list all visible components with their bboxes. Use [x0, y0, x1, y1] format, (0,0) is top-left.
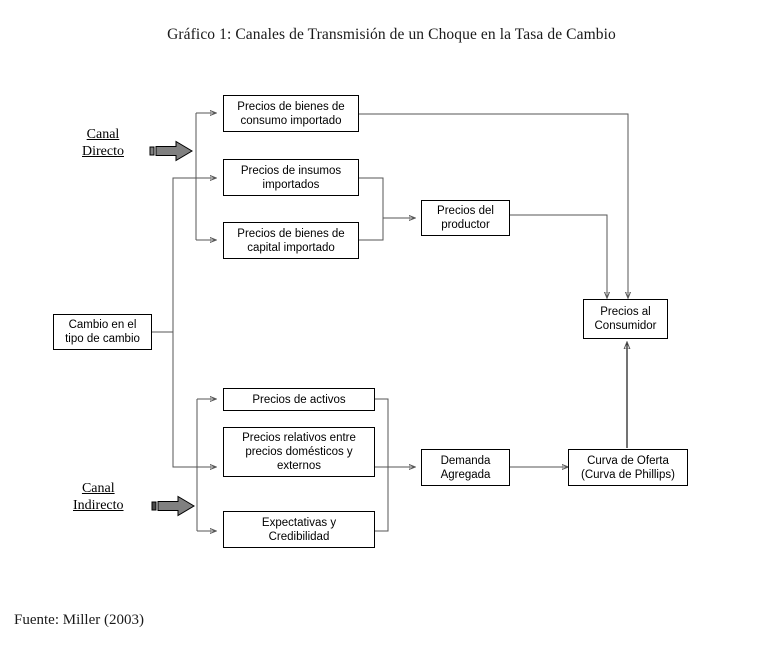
node-capital-importado-line1: Precios de bienes de	[237, 227, 345, 240]
node-precios-productor-line1: Precios del	[437, 205, 494, 217]
node-expectativas-line2: Credibilidad	[268, 530, 330, 543]
node-precios-consumidor[interactable]: Precios al Consumidor	[583, 299, 668, 339]
node-expectativas[interactable]: Expectativas y Credibilidad	[223, 511, 375, 548]
node-precios-relativos[interactable]: Precios relativos entre precios doméstic…	[223, 427, 375, 477]
node-precios-activos[interactable]: Precios de activos	[223, 388, 375, 411]
node-demanda-agregada-line2: Agregada	[440, 468, 491, 481]
node-consumo-importado[interactable]: Precios de bienes de consumo importado	[223, 95, 359, 132]
wire-insumos-merge	[359, 177, 384, 218]
wire-expectativas-merge	[375, 467, 389, 532]
node-demanda-agregada[interactable]: Demanda Agregada	[421, 449, 510, 486]
node-curva-oferta-line2: (Curva de Phillips)	[581, 468, 675, 481]
node-insumos-importados-line1: Precios de insumos	[240, 164, 342, 177]
node-precios-consumidor-line2: Consumidor	[594, 320, 657, 332]
node-expectativas-line1: Expectativas y	[261, 516, 337, 529]
figure-source: Fuente: Miller (2003)	[14, 612, 144, 628]
channel-label-indirect: Canal Indirecto	[73, 480, 124, 514]
block-arrow-right-icon-indirect	[151, 495, 195, 517]
node-capital-importado[interactable]: Precios de bienes de capital importado	[223, 222, 359, 259]
wire-activos-merge	[375, 398, 389, 467]
node-shock[interactable]: Cambio en el tipo de cambio	[53, 314, 152, 350]
node-consumo-importado-line1: Precios de bienes de	[237, 100, 345, 113]
wire-shock-to-upper	[152, 177, 196, 333]
node-precios-relativos-line2: precios domésticos y	[245, 446, 353, 458]
channel-indirect-line1: Canal	[81, 481, 115, 496]
node-insumos-importados-line2: importados	[262, 178, 320, 191]
node-capital-importado-line2: capital importado	[247, 241, 335, 254]
channel-indirect-line2: Indirecto	[73, 498, 124, 513]
wire-shock-to-lower	[152, 331, 197, 468]
wire-productor-to-consumidor	[510, 214, 607, 298]
wire-capital-merge	[359, 218, 384, 241]
channel-label-direct: Canal Directo	[82, 126, 124, 160]
node-precios-activos-line1: Precios de activos	[252, 393, 346, 406]
channel-direct-line1: Canal	[86, 127, 120, 142]
figure-title: Gráfico 1: Canales de Transmisión de un …	[167, 26, 616, 43]
node-precios-relativos-line1: Precios relativos entre	[242, 432, 356, 444]
node-curva-oferta-line1: Curva de Oferta	[587, 454, 669, 467]
node-precios-consumidor-line1: Precios al	[600, 306, 651, 318]
node-consumo-importado-line2: consumo importado	[240, 114, 342, 127]
node-insumos-importados[interactable]: Precios de insumos importados	[223, 159, 359, 196]
node-precios-relativos-line3: externos	[276, 460, 322, 472]
channel-direct-line2: Directo	[82, 144, 124, 159]
node-shock-line2: tipo de cambio	[65, 333, 140, 345]
node-precios-productor[interactable]: Precios del productor	[421, 200, 510, 236]
node-demanda-agregada-line1: Demanda	[440, 454, 491, 467]
node-curva-oferta[interactable]: Curva de Oferta (Curva de Phillips)	[568, 449, 688, 486]
wire-consumo-to-consumidor	[359, 113, 628, 298]
block-arrow-right-icon-direct	[149, 140, 193, 162]
node-shock-line1: Cambio en el	[68, 319, 137, 331]
node-precios-productor-line2: productor	[441, 219, 490, 231]
